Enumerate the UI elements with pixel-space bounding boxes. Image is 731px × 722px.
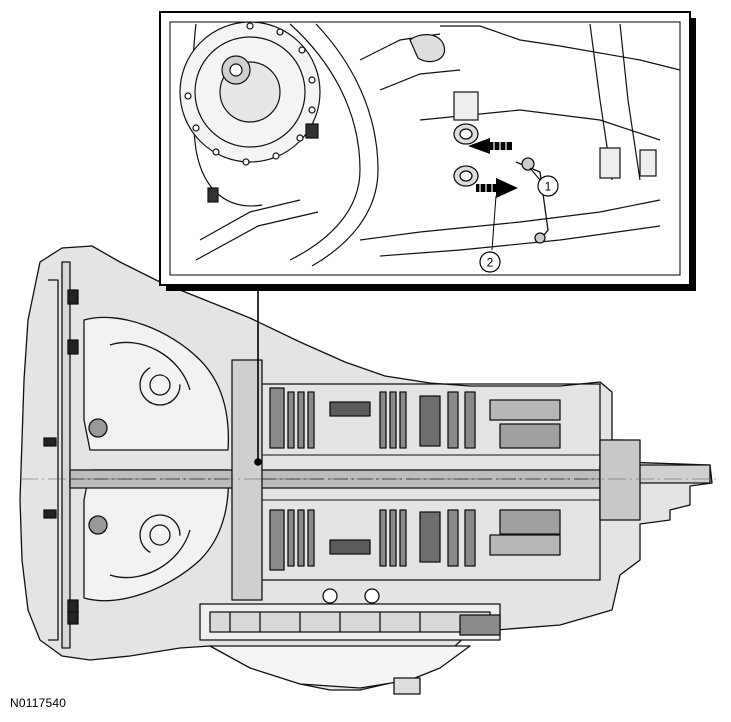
arrow-outlet bbox=[476, 178, 518, 198]
stator-hub-lower bbox=[88, 515, 108, 535]
bell-housing-face bbox=[61, 261, 71, 649]
arrow-inlet bbox=[468, 138, 512, 154]
detail-leader bbox=[254, 290, 262, 466]
detail-inset: 1 2 bbox=[159, 11, 696, 291]
flex-plate bbox=[179, 21, 321, 207]
extension-housing bbox=[599, 439, 641, 521]
clutch-pack-lower bbox=[269, 509, 561, 571]
converter-bolts bbox=[43, 289, 79, 625]
stator-hub-upper bbox=[88, 418, 108, 438]
oil-pan-drain bbox=[393, 677, 421, 695]
callout-2: 2 bbox=[479, 195, 501, 273]
callout-2-label: 2 bbox=[487, 256, 494, 270]
cooler-line-fittings bbox=[453, 123, 549, 244]
callout-1: 1 bbox=[529, 167, 559, 197]
detail-case bbox=[359, 23, 681, 257]
torque-converter bbox=[83, 316, 230, 602]
pump-housing bbox=[231, 359, 263, 601]
clutch-pack-upper bbox=[269, 387, 561, 449]
oil-pan bbox=[209, 645, 471, 689]
valve-body bbox=[199, 603, 501, 641]
bell-housing-rim bbox=[48, 279, 59, 641]
case-bolt-1 bbox=[322, 588, 338, 604]
figure-id-label: N0117540 bbox=[10, 696, 67, 710]
case-bolt-2 bbox=[364, 588, 380, 604]
transmission-cross-section bbox=[19, 245, 720, 695]
callout-1-label: 1 bbox=[545, 180, 552, 194]
